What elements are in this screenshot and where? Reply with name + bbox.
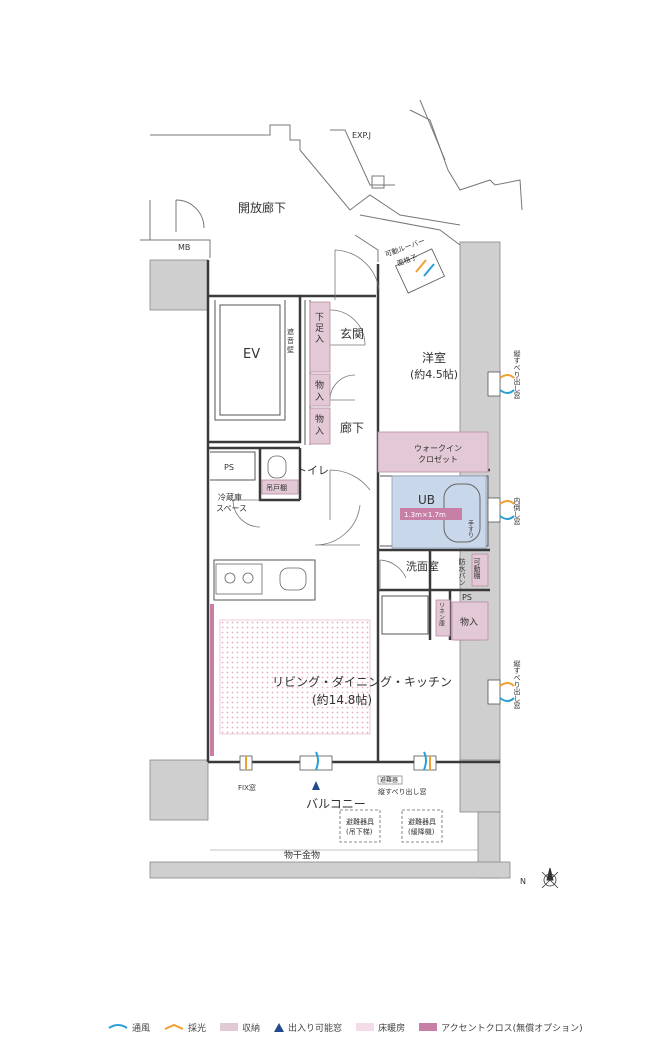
expj-label: EXP.J bbox=[352, 131, 371, 140]
evac-ladder-box bbox=[377, 775, 403, 785]
window-inner-tilt-label: 内倒し窓 bbox=[513, 496, 521, 525]
floor-heating-area bbox=[219, 619, 371, 735]
floor-plan: 開放廊下 EXP.J MB EV 下 足 入 遮 音 壁 玄関 可動ルーバー 面… bbox=[140, 99, 559, 889]
legend-item-accent: アクセントクロス(無償オプション) bbox=[419, 1021, 583, 1034]
accent-swatch bbox=[419, 1023, 438, 1031]
window-slide-label-2: 縦すべり出し窓 bbox=[513, 659, 521, 709]
floor-heating-swatch bbox=[356, 1023, 375, 1031]
legend-label: 床暖房 bbox=[378, 1023, 406, 1034]
storage-2-label-b: 入 bbox=[315, 426, 324, 437]
hallway-label: 廊下 bbox=[340, 420, 364, 435]
corridor-label: 開放廊下 bbox=[238, 200, 286, 215]
walk-through-window-icon bbox=[312, 781, 320, 790]
storage-1-label-a: 物 bbox=[315, 379, 324, 391]
accent-cloth-wall bbox=[210, 604, 214, 756]
linen-label: リネン庫 bbox=[438, 602, 445, 627]
triangle-icon bbox=[274, 1022, 285, 1032]
slide-window-balcony-label: 縦すべり出し窓 bbox=[378, 787, 427, 796]
toilet-label: トイレ bbox=[296, 464, 329, 477]
storage-2 bbox=[309, 407, 331, 445]
storage-2-label-a: 物 bbox=[315, 413, 324, 425]
hanging-shelf-label: 吊戸棚 bbox=[266, 483, 287, 492]
balcony-label: バルコニー bbox=[306, 797, 366, 811]
sound-wall-label-2: 音 bbox=[287, 336, 294, 345]
ventilation-arrows bbox=[245, 259, 515, 771]
wic-label-1: ウォークイン bbox=[414, 444, 462, 453]
walk-in-closet bbox=[377, 431, 489, 473]
drying-hardware-label: 物干金物 bbox=[284, 849, 320, 861]
storage-3-label: 物入 bbox=[460, 616, 478, 628]
legend: 通風 採光 収納 出入り可能窓 床暖房 アクセントクロス(無償オプション) bbox=[108, 1019, 583, 1035]
shoe-storage-label-1: 下 bbox=[315, 313, 324, 323]
washroom-label: 洗面室 bbox=[406, 559, 439, 573]
toilet-bowl bbox=[267, 455, 287, 479]
legend-item-ventilation: 通風 bbox=[108, 1021, 150, 1034]
movable-shelf bbox=[471, 553, 489, 587]
ps-label-1: PS bbox=[224, 463, 234, 472]
linen-storage bbox=[435, 599, 451, 637]
legend-item-storage: 収納 bbox=[220, 1021, 260, 1034]
storage-1 bbox=[309, 373, 331, 407]
ps-label-2: PS bbox=[462, 593, 472, 602]
shoe-storage-label-3: 入 bbox=[315, 334, 324, 345]
sound-wall-label-3: 壁 bbox=[287, 345, 294, 354]
window-slide-label-1: 縦すべり出し窓 bbox=[513, 349, 521, 399]
ev-label: EV bbox=[243, 347, 260, 362]
evac-2-label-b: (緩降機) bbox=[408, 827, 435, 836]
balcony-fixtures bbox=[339, 809, 443, 843]
movable-shelf-label: 可動棚 bbox=[473, 558, 481, 580]
genkan-label: 玄関 bbox=[340, 326, 364, 341]
north-arrow bbox=[541, 867, 559, 889]
evac-1-label-a: 避難器具 bbox=[346, 817, 374, 826]
exterior-outlines bbox=[140, 99, 523, 262]
lighting-icon bbox=[164, 1023, 184, 1030]
ub-size-label: 1.3m×1.7m bbox=[404, 511, 446, 519]
western-room-label: 洋室 bbox=[422, 350, 446, 365]
waterproof-pan-label: 防水パン bbox=[458, 557, 466, 586]
handrail-label: 手すり bbox=[467, 519, 474, 538]
legend-item-walkthrough: 出入り可能窓 bbox=[274, 1021, 342, 1034]
north-label: N bbox=[520, 877, 526, 886]
legend-item-floor-heating: 床暖房 bbox=[356, 1021, 405, 1034]
kitchen-counter bbox=[215, 563, 307, 595]
fridge-label-2: スペース bbox=[216, 504, 247, 513]
shoe-storage-label-2: 足 bbox=[315, 323, 324, 334]
storage-3 bbox=[451, 601, 489, 641]
ldk-size-label: (約14.8帖) bbox=[312, 692, 372, 707]
evac-1-label-b: (吊下梯) bbox=[346, 827, 373, 836]
ub-label: UB bbox=[418, 493, 435, 507]
mb-label: MB bbox=[178, 243, 190, 252]
storage-areas bbox=[261, 301, 489, 641]
ventilation-wave-icon bbox=[108, 1024, 128, 1029]
western-room-size: (約4.5帖) bbox=[410, 367, 458, 381]
legend-label: 採光 bbox=[188, 1023, 207, 1034]
legend-label: 出入り可能窓 bbox=[288, 1023, 343, 1034]
shoe-storage bbox=[309, 301, 331, 373]
wic-label-2: クロゼット bbox=[418, 454, 458, 464]
ldk-label: リビング・ダイニング・キッチン bbox=[272, 674, 452, 689]
interior-walls bbox=[206, 260, 500, 764]
fridge-label-1: 冷蔵庫 bbox=[218, 492, 242, 502]
storage-1-label-b: 入 bbox=[315, 392, 324, 403]
storage-swatch bbox=[220, 1023, 239, 1031]
sound-wall-label-1: 遮 bbox=[287, 327, 294, 336]
evac-ladder-label: 避難器 bbox=[380, 776, 398, 784]
fix-window-label: FIX窓 bbox=[238, 783, 256, 792]
hanging-shelf bbox=[261, 479, 299, 495]
structural-walls bbox=[149, 241, 511, 879]
legend-label: アクセントクロス(無償オプション) bbox=[441, 1023, 583, 1034]
evac-2-label-a: 避難器具 bbox=[408, 817, 436, 826]
ub-size-tag bbox=[400, 508, 462, 520]
legend-label: 収納 bbox=[242, 1023, 261, 1034]
legend-item-lighting: 採光 bbox=[164, 1021, 206, 1034]
legend-label: 通風 bbox=[132, 1023, 151, 1034]
